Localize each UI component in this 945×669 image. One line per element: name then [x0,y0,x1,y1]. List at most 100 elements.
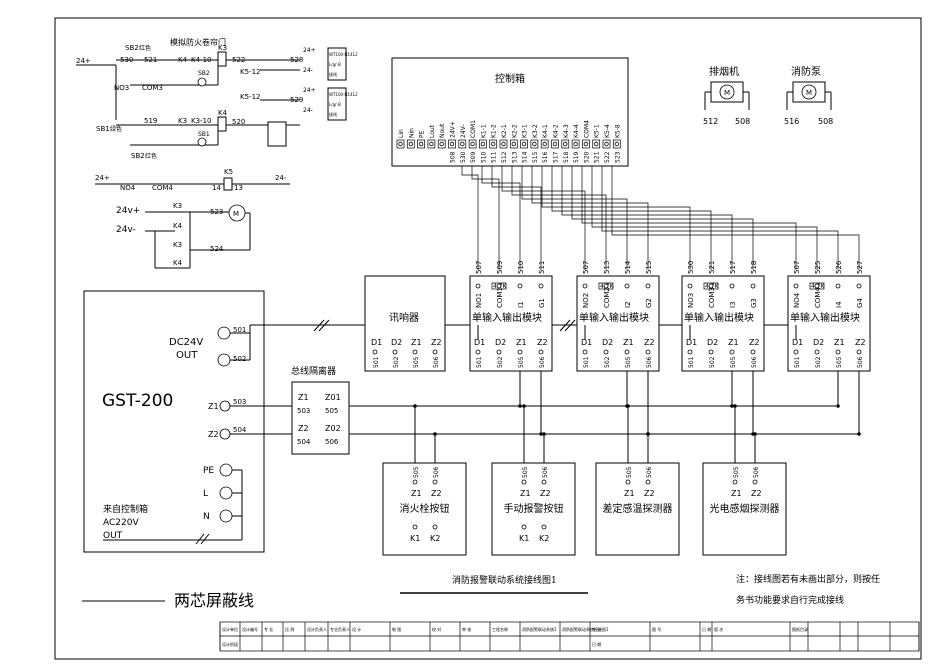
module-top-label: I1 [517,301,525,308]
cb-pin-number: 518 [563,151,570,163]
module-top-label: NO2 [582,293,590,308]
module-top-label: NO3 [687,293,695,308]
module-bottom-label: D2 [813,338,824,347]
io-modules: 单输入输出模块507NO1509COM1510I1511G14.7KD1501D… [469,260,871,436]
cb-pin-screw [408,141,413,147]
io-module: 单输入输出模块507NO4525COM4526I4527G44.7KD1501D… [787,260,871,436]
buzzer-term-number: 502 [393,356,400,368]
cb-pin-label: K4-3 [563,124,570,138]
module-top-screw [835,283,841,289]
buzzer-term-number: 505 [413,356,420,368]
row4-24m: 24v- [116,225,136,235]
cb-pin-number: 508 [450,151,457,163]
t504: 504 [233,426,247,434]
module-bottom-label: D1 [792,338,803,347]
cb-pin-number: 519 [573,151,580,163]
module-bottom-screw [475,349,481,355]
module-bottom-number: 506 [857,356,864,368]
cb-pin-screw [604,141,609,147]
cb-pin-label: 24V- [460,124,467,138]
sheet-title: 消防报警联动系统接线图1 [452,574,557,586]
title-block-cell: 比 例 [285,626,294,632]
cb-pin-number: 510 [480,151,487,163]
cb-pin-box [551,139,559,149]
cb-pin-box [602,139,611,149]
module-top-label: I3 [729,301,737,308]
module-top-number: 521 [708,261,716,274]
device-title: 消火栓按钮 [400,502,450,515]
module-resistor [703,282,719,290]
module-top-screw [750,283,756,289]
module-z1-dot [836,404,840,408]
pump-motor-label: M [806,89,812,97]
module-top-label: G2 [645,298,653,308]
limit2-model: WT100-N1412 [329,92,358,97]
device-z-label: Z1 [520,489,531,498]
k4-label-d: K4 [173,259,183,267]
cb-pin-box [520,139,528,149]
device-screw [625,479,631,485]
module-top-number: 515 [645,261,653,274]
sb2b-label: SB2 [131,152,145,160]
k4-label-c: K4 [173,222,183,230]
module-top-number: 509 [496,261,504,274]
module-top-screw [624,283,630,289]
device-bus-dot [413,404,417,408]
cb-pin-label: K3-2 [532,124,539,138]
n530-label: 530 [120,56,133,64]
k3-label-c: K3 [173,202,182,210]
n529-label: 529 [290,96,303,104]
module-bottom-number: 502 [497,356,504,368]
device-screw [732,479,738,485]
device-bus-dot [646,432,650,436]
fan-terminal-b: 508 [735,117,750,126]
cb-pin-number: 515 [532,151,539,163]
cb-pin-screw [480,141,486,147]
cb-pin-screw [449,141,455,147]
buzzer-term-label: Z1 [411,338,422,347]
cb-pin-label: Nout [439,123,446,138]
title-block-cell: 图纸目录 [792,626,808,632]
cb-pin-screw [594,141,599,147]
device-z-label: Z2 [751,489,762,498]
device-screw [645,479,651,485]
cb-pin-screw [470,141,475,147]
module-top-screw [475,283,481,289]
cb-pin-screw [398,141,403,147]
pe-label: PE [203,466,214,476]
n-label: N [203,512,210,522]
cb-to-module-wire [541,166,691,270]
cb-pin-number: 523 [614,151,621,163]
module-bottom-label: Z1 [623,338,634,347]
device-k-screw [541,524,547,530]
module-top-screw [603,283,609,289]
module-top-number: 514 [624,260,632,274]
k3-label-b: K3 [178,117,187,125]
cb-pin-box [540,139,549,149]
module-top-screw [708,283,714,289]
limit1-wire: 接线 [329,71,337,77]
module-top-label: COM3 [708,287,716,308]
module-title: 单输入输出模块 [790,311,860,324]
iso-z02: Z02 [325,424,341,433]
k3-10-label: K3-10 [191,117,211,125]
cb-pin-screw [563,141,568,147]
cb-pin-number: 516 [542,151,549,163]
ac-label: AC220V [103,518,139,528]
note-line1: 注：接线图若有未画出部分，则按任 [736,573,880,585]
ctrl-z1: Z1 [208,402,219,411]
module-bottom-label: Z1 [728,338,739,347]
module-bottom-number: 505 [518,356,525,368]
n528-label: 528 [290,56,303,64]
buzzer-term-label: D2 [391,338,402,347]
module-top-label: G4 [856,298,864,308]
sb1-label: SB1 [96,125,110,133]
cb-pin-number: 517 [553,151,560,163]
module-top-label: COM1 [496,287,504,308]
t502: 502 [233,355,246,363]
title-block-cell: 专 业 [264,626,273,632]
